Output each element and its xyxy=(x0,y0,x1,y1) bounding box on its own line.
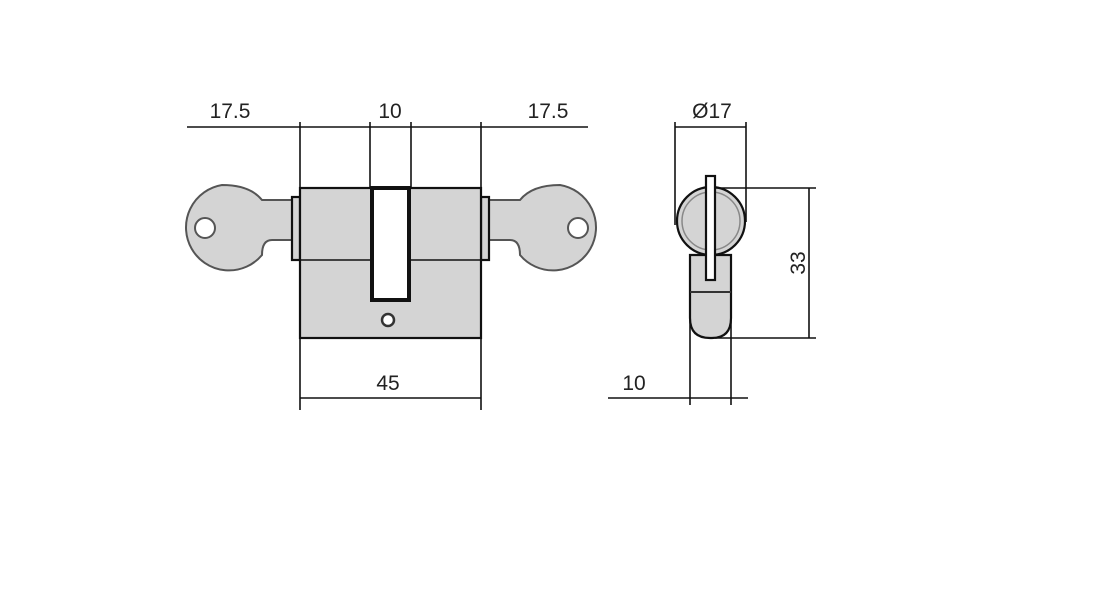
side-view: Ø17 33 10 xyxy=(608,100,816,405)
right-collar xyxy=(479,195,491,262)
front-view: 17.5 10 17.5 45 xyxy=(185,100,597,410)
dim-lower-width: 10 xyxy=(622,372,645,395)
dim-cam-width: 10 xyxy=(378,100,401,123)
dim-height: 33 xyxy=(787,251,810,274)
dim-left-key: 17.5 xyxy=(210,100,251,123)
right-key xyxy=(488,183,597,272)
key-blade xyxy=(704,174,717,282)
dim-diameter: Ø17 xyxy=(692,100,732,123)
dim-right-key: 17.5 xyxy=(528,100,569,123)
left-collar xyxy=(290,195,302,262)
left-key xyxy=(185,183,293,272)
cam-slot xyxy=(370,186,411,302)
fixing-hole xyxy=(380,312,396,328)
dim-total-length: 45 xyxy=(376,372,399,395)
